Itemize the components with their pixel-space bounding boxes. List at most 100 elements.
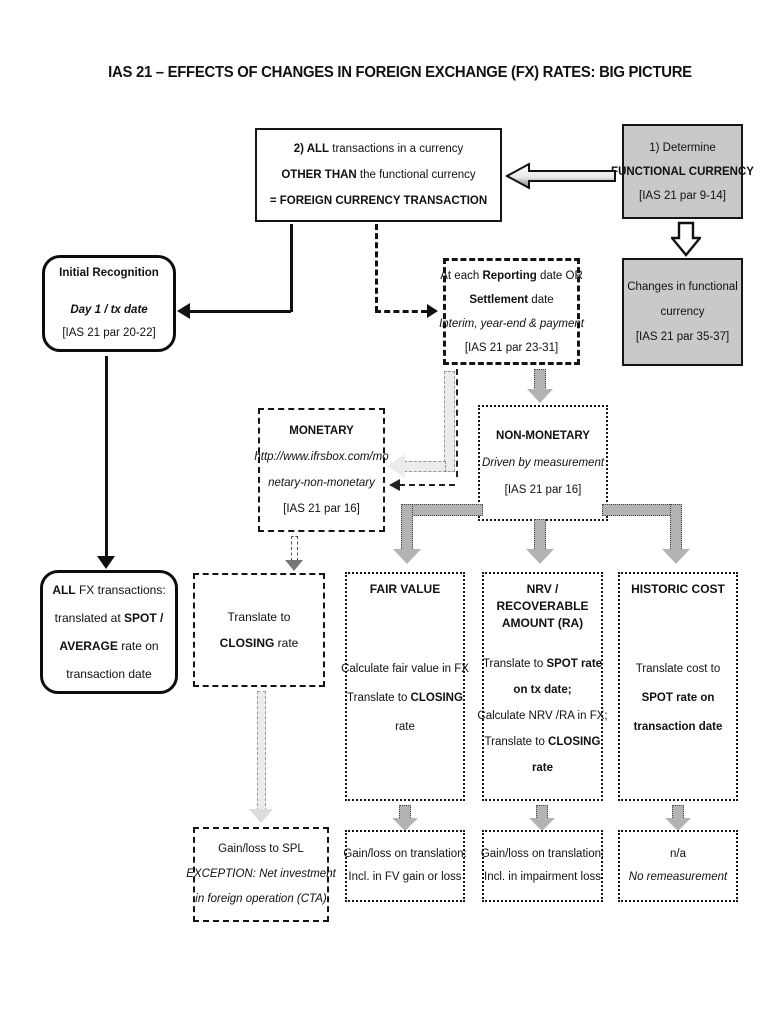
fx-line-1-text: transactions in a currency bbox=[329, 143, 464, 155]
rep-ref: [IAS 21 par 23-31] bbox=[464, 341, 559, 354]
nrv-line-4-text: Translate to bbox=[484, 735, 549, 748]
na-line-1: n/a bbox=[670, 848, 686, 860]
nrv-line-2: on tx date; bbox=[513, 683, 572, 696]
box-reporting-settlement-date: At each Reporting date OR Settlement dat… bbox=[439, 258, 584, 365]
rep-line-1: At each Reporting date OR bbox=[440, 264, 583, 288]
allfx-line-2: translated at SPOT / bbox=[55, 604, 164, 632]
connector-fx-to-initial-horizontal bbox=[188, 310, 291, 313]
box-foreign-currency-transaction: 2) ALL transactions in a currency OTHER … bbox=[255, 128, 502, 222]
gimp-line-1: Gain/loss on translation: bbox=[480, 848, 605, 860]
trans-line-2-bold: CLOSING bbox=[219, 636, 275, 650]
arrow-translate-to-gainspl-shaft bbox=[257, 691, 266, 811]
nrv-body: Translate to SPOT rate on tx date; Calcu… bbox=[477, 632, 607, 799]
allfx-line-3: AVERAGE rate on bbox=[59, 632, 158, 660]
arrow-reporting-to-monetary-shaft-vertical bbox=[444, 371, 455, 472]
gspl-line-1: Gain/loss to SPL bbox=[218, 843, 304, 855]
fv-body: Calculate fair value in FX Translate to … bbox=[341, 598, 469, 799]
det-line-1: 1) Determine bbox=[649, 141, 716, 154]
fv-line-2-bold: CLOSING bbox=[410, 692, 463, 704]
page-title: IAS 21 – EFFECTS OF CHANGES IN FOREIGN E… bbox=[108, 64, 692, 81]
connector-fx-to-reporting-horizontal bbox=[375, 310, 427, 313]
arrow-down-hollow-icon bbox=[671, 221, 701, 257]
fv-line-1: Calculate fair value in FX bbox=[341, 663, 469, 675]
na-line-2: No remeasurement bbox=[628, 871, 728, 883]
chg-line-2: currency bbox=[660, 305, 705, 318]
connector-nonmonetary-to-nrv-vertical bbox=[534, 519, 546, 551]
arrowhead-down-icon bbox=[285, 560, 303, 571]
connector-fx-to-initial-vertical bbox=[290, 224, 293, 312]
arrowhead-down-gray-icon bbox=[665, 818, 691, 831]
arrowhead-left-icon bbox=[177, 303, 190, 319]
det-line-3: [IAS 21 par 9-14] bbox=[639, 189, 726, 202]
nrv-line-1: Translate to SPOT rate bbox=[477, 651, 607, 677]
chg-line-1: Changes in functional bbox=[627, 280, 738, 293]
arrowhead-down-gray-icon bbox=[393, 549, 421, 564]
box-gain-loss-spl: Gain/loss to SPL EXCEPTION: Net investme… bbox=[186, 827, 336, 922]
hc-title: HISTORIC COST bbox=[631, 582, 725, 596]
mon-url-2: netary-non-monetary bbox=[268, 477, 375, 489]
rep-line-2c: date bbox=[528, 293, 554, 306]
connector-initial-to-allfx bbox=[105, 356, 108, 558]
allfx-line-1-text: FX transactions: bbox=[75, 583, 166, 597]
nrv-title-2: AMOUNT (RA) bbox=[501, 616, 584, 630]
mon-url-1: http://www.ifrsbox.com/mo bbox=[254, 451, 389, 463]
init-ref: [IAS 21 par 20-22] bbox=[62, 327, 156, 339]
arrowhead-left-light-icon bbox=[387, 454, 405, 478]
arrowhead-down-icon bbox=[97, 556, 115, 569]
arrow-reporting-to-nonmonetary-shaft bbox=[534, 369, 546, 390]
box-nrv-recoverable-amount: NRV / RECOVERABLE AMOUNT (RA) Translate … bbox=[477, 572, 608, 801]
allfx-line-4: transaction date bbox=[66, 667, 152, 681]
arrow-reporting-to-monetary-shaft-horizontal bbox=[404, 461, 446, 472]
allfx-line-2-text: translated at bbox=[54, 611, 125, 625]
box-na-no-remeasurement: n/a No remeasurement bbox=[618, 830, 738, 902]
nrv-title: NRV / RECOVERABLE AMOUNT (RA) bbox=[484, 581, 601, 632]
connector-fx-to-reporting-vertical bbox=[375, 224, 378, 312]
chg-line-3: [IAS 21 par 35-37] bbox=[635, 330, 730, 343]
nrv-title-1: NRV / RECOVERABLE bbox=[496, 582, 589, 613]
fv-line-2-text: Translate to bbox=[347, 692, 411, 704]
allfx-line-3-bold: AVERAGE bbox=[59, 639, 118, 653]
hc-line-2: SPOT rate on bbox=[641, 692, 715, 704]
box-historic-cost: HISTORIC COST Translate cost to SPOT rat… bbox=[618, 572, 738, 801]
rep-line-2: Settlement date bbox=[469, 288, 553, 312]
box-gain-loss-fv: Gain/loss on translation: Incl. in FV ga… bbox=[343, 830, 467, 902]
fx-line-3: = FOREIGN CURRENCY TRANSACTION bbox=[269, 195, 488, 207]
nrv-line-3: Calculate NRV /RA in FX; bbox=[477, 709, 608, 722]
gfv-line-2: Incl. in FV gain or loss bbox=[348, 871, 462, 883]
connector-nonmonetary-to-historic-vertical bbox=[670, 504, 682, 551]
arrow-monetary-to-translate-shaft bbox=[291, 536, 298, 561]
box-gain-loss-impairment: Gain/loss on translation: Incl. in impai… bbox=[480, 830, 605, 902]
nonmon-sub: Driven by measurement bbox=[481, 456, 605, 469]
connector-nonmonetary-to-fairvalue-horizontal bbox=[401, 504, 483, 516]
box-changes-functional-currency: Changes in functional currency [IAS 21 p… bbox=[622, 258, 743, 366]
arrowhead-down-gray-icon bbox=[527, 389, 553, 403]
hc-body: Translate cost to SPOT rate on transacti… bbox=[634, 598, 723, 799]
gfv-line-1: Gain/loss on translation: bbox=[343, 848, 467, 860]
gspl-line-2: EXCEPTION: Net investment bbox=[186, 868, 336, 880]
gspl-line-3: in foreign operation (CTA) bbox=[195, 893, 327, 905]
nonmon-title: NON-MONETARY bbox=[496, 429, 590, 442]
arrow-left-icon bbox=[504, 162, 616, 190]
nrv-line-1-text: Translate to bbox=[482, 657, 547, 670]
rep-line-1b: Reporting bbox=[482, 269, 537, 282]
nrv-line-5: rate bbox=[531, 761, 554, 774]
box-translate-closing-rate: Translate to CLOSING rate bbox=[193, 573, 325, 687]
arrowhead-down-gray-icon bbox=[392, 818, 418, 831]
allfx-line-3-text: rate on bbox=[117, 639, 159, 653]
nrv-line-4: Translate to CLOSING bbox=[477, 729, 607, 755]
box-fair-value: FAIR VALUE Calculate fair value in FX Tr… bbox=[341, 572, 469, 801]
fx-line-2-bold: OTHER THAN bbox=[281, 169, 357, 181]
box-initial-recognition: Initial Recognition Day 1 / tx date [IAS… bbox=[42, 255, 176, 352]
mon-title: MONETARY bbox=[289, 425, 354, 437]
connector-nonmonetary-to-fairvalue-vertical bbox=[401, 504, 413, 551]
dashdot-line-horizontal bbox=[399, 484, 455, 486]
fv-line-2: Translate to CLOSING bbox=[341, 684, 469, 713]
nrv-line-4-bold: CLOSING bbox=[548, 735, 601, 748]
fv-title: FAIR VALUE bbox=[369, 582, 441, 596]
trans-line-2-text: rate bbox=[274, 636, 299, 650]
box-monetary: MONETARY http://www.ifrsbox.com/mo netar… bbox=[254, 408, 389, 532]
nrv-line-1-bold: SPOT rate bbox=[546, 657, 603, 670]
fx-line-2: OTHER THAN the functional currency bbox=[281, 162, 475, 188]
gimp-line-2: Incl. in impairment loss bbox=[484, 871, 601, 883]
